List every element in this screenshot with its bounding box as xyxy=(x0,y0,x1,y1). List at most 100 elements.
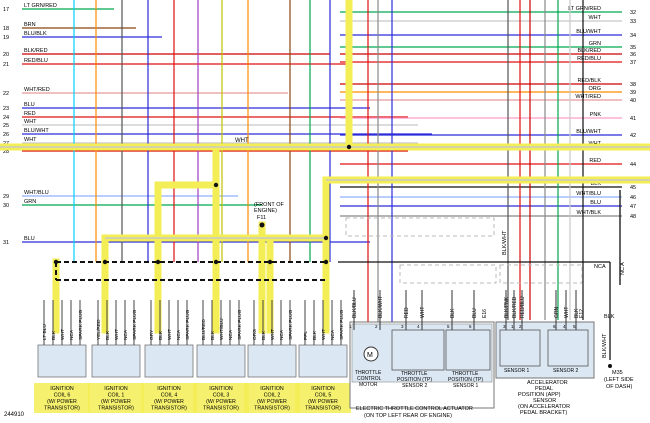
app-pin-label: WHT xyxy=(564,307,570,318)
left-wire-label: GRN xyxy=(24,199,36,205)
blk-wht-bottom-label: BLK/WHT xyxy=(602,333,608,358)
actuator-pin-num: 6 xyxy=(469,324,472,329)
left-wire-label: WHT/BLU xyxy=(24,190,49,196)
motor-label: THROTTLE xyxy=(355,370,382,376)
right-wire-label: BLK xyxy=(591,181,602,187)
app-title-5: (ON ACCELERATOR xyxy=(518,404,570,410)
left-wire-label: BLK/RED xyxy=(24,48,48,54)
right-wire-num: 46 xyxy=(630,195,636,201)
motor-label-3: MOTOR xyxy=(359,382,378,388)
motor-label-2: CONTROL xyxy=(357,376,382,382)
app-title-4: SENSOR xyxy=(533,398,556,404)
right-wire-label: WHT/RED xyxy=(575,94,601,100)
actuator-pin-num: 1 xyxy=(349,324,352,329)
app-s2: SENSOR 2 xyxy=(553,368,579,374)
app-extra: E12 xyxy=(579,309,585,318)
coil-pin-label: SPARK PLUG xyxy=(185,309,191,340)
front-engine-label-2: ENGINE) xyxy=(254,208,277,214)
app-pin-label: BLK/RED xyxy=(512,296,518,318)
coil-pin-label: LT BLU xyxy=(42,324,48,340)
right-wire-label: RED/BLK xyxy=(577,78,601,84)
right-wire-num: 32 xyxy=(630,10,636,16)
app-title-6: PEDAL BRACKET) xyxy=(520,410,567,416)
coil-label: TRANSISTOR) xyxy=(98,406,134,412)
app-pin-num: 2 xyxy=(519,324,522,329)
actuator-pin-label: RED xyxy=(404,307,410,318)
coil-pin-label: WHT xyxy=(60,329,66,340)
ground-junctions xyxy=(53,144,352,265)
left-wire-label: RED/BLU xyxy=(24,58,48,64)
coil-label: TRANSISTOR) xyxy=(151,406,187,412)
coil-label: COIL 5 xyxy=(315,393,332,399)
coil-pin-label: SPARK PLUG xyxy=(78,309,84,340)
right-wire-label: BLK/RED xyxy=(577,48,601,54)
coil-pin-label: BLK xyxy=(51,330,57,340)
left-wire-num: 21 xyxy=(3,62,9,68)
actuator-pin-num: 3 xyxy=(401,324,404,329)
right-wire-num: 47 xyxy=(630,204,636,210)
actuator-pin-label: BLU xyxy=(472,308,478,318)
coil-label: TRANSISTOR) xyxy=(44,406,80,412)
left-wire-num: 19 xyxy=(3,35,9,41)
coil-pin-label: WHT xyxy=(167,329,173,340)
coil-pin-label: WHT xyxy=(321,329,327,340)
app-s1: SENSOR 1 xyxy=(504,368,530,374)
right-wire-num: 36 xyxy=(630,52,636,58)
shield-lines xyxy=(345,217,583,284)
right-wire-num: 44 xyxy=(630,162,636,168)
motor-symbol: M xyxy=(367,352,373,359)
coil-pin-label: NCA xyxy=(123,329,129,340)
right-wire-label: RED xyxy=(589,158,601,164)
tp2-label-2: POSITION (TP) xyxy=(397,377,432,383)
blk-ground-wire xyxy=(338,190,621,360)
coil-label: TRANSISTOR) xyxy=(203,406,239,412)
right-wire-num: 48 xyxy=(630,214,636,220)
coil-pin-label: GRY xyxy=(149,329,155,340)
right-wire-group: LT GRN/RED32WHT33BLU/WHT34GRN35BLK/RED36… xyxy=(340,6,636,220)
left-wire-label: BLU xyxy=(24,236,35,242)
actuator-pin-num: 4 xyxy=(417,324,420,329)
app-pin-num: 1 xyxy=(511,324,514,329)
right-wire-num: 38 xyxy=(630,82,636,88)
coil-label: IGNITION xyxy=(209,386,233,392)
actuator-pin-label: BLK/WHT xyxy=(378,296,384,318)
right-wire-label: WHT/BLU xyxy=(576,191,601,197)
app-pin-num: 6 xyxy=(553,324,556,329)
coil-label: (W/ POWER xyxy=(206,399,236,405)
left-wire-num: 18 xyxy=(3,26,9,32)
right-wire-num: 40 xyxy=(630,98,636,104)
coil-label: IGNITION xyxy=(104,386,128,392)
left-wire-num: 28 xyxy=(3,149,9,155)
coil-pin-label: WHT/BLU xyxy=(219,318,225,340)
diagram-id: 244910 xyxy=(4,412,25,418)
right-wire-num: 41 xyxy=(630,116,636,122)
right-wire-label: GRN xyxy=(589,41,601,47)
coil-label: COIL 1 xyxy=(108,393,125,399)
coil-pin-label: SPARK PLUG xyxy=(339,309,345,340)
right-wire-label: WHT xyxy=(588,15,601,21)
coil-pin-label: NCA xyxy=(176,329,182,340)
right-wire-num: 39 xyxy=(630,90,636,96)
right-wire-num: 34 xyxy=(630,33,636,39)
app-pin-label: RED/BLU xyxy=(520,296,526,318)
right-wire-num: 45 xyxy=(630,185,636,191)
left-wire-label: BLU xyxy=(24,102,35,108)
actuator-extra: E16 xyxy=(482,309,488,318)
blk-right-label: BLK xyxy=(604,314,615,320)
actuator-pin-label: BLK xyxy=(450,308,456,318)
coil-pin-label: BLK xyxy=(105,330,111,340)
m35-label: M35 xyxy=(612,370,623,376)
tp2-label-3: SENSOR 2 xyxy=(402,383,428,389)
right-wire-num: 33 xyxy=(630,19,636,25)
nca-label-2: NC A xyxy=(620,262,626,275)
coil-pin-label: PPL xyxy=(303,331,309,340)
tp2-label: THROTTLE xyxy=(401,371,428,377)
tp1-label: THROTTLE xyxy=(452,371,479,377)
coil-pin-label: WHT xyxy=(270,329,276,340)
left-wire-num: 22 xyxy=(3,91,9,97)
left-wire-num: 20 xyxy=(3,52,9,58)
